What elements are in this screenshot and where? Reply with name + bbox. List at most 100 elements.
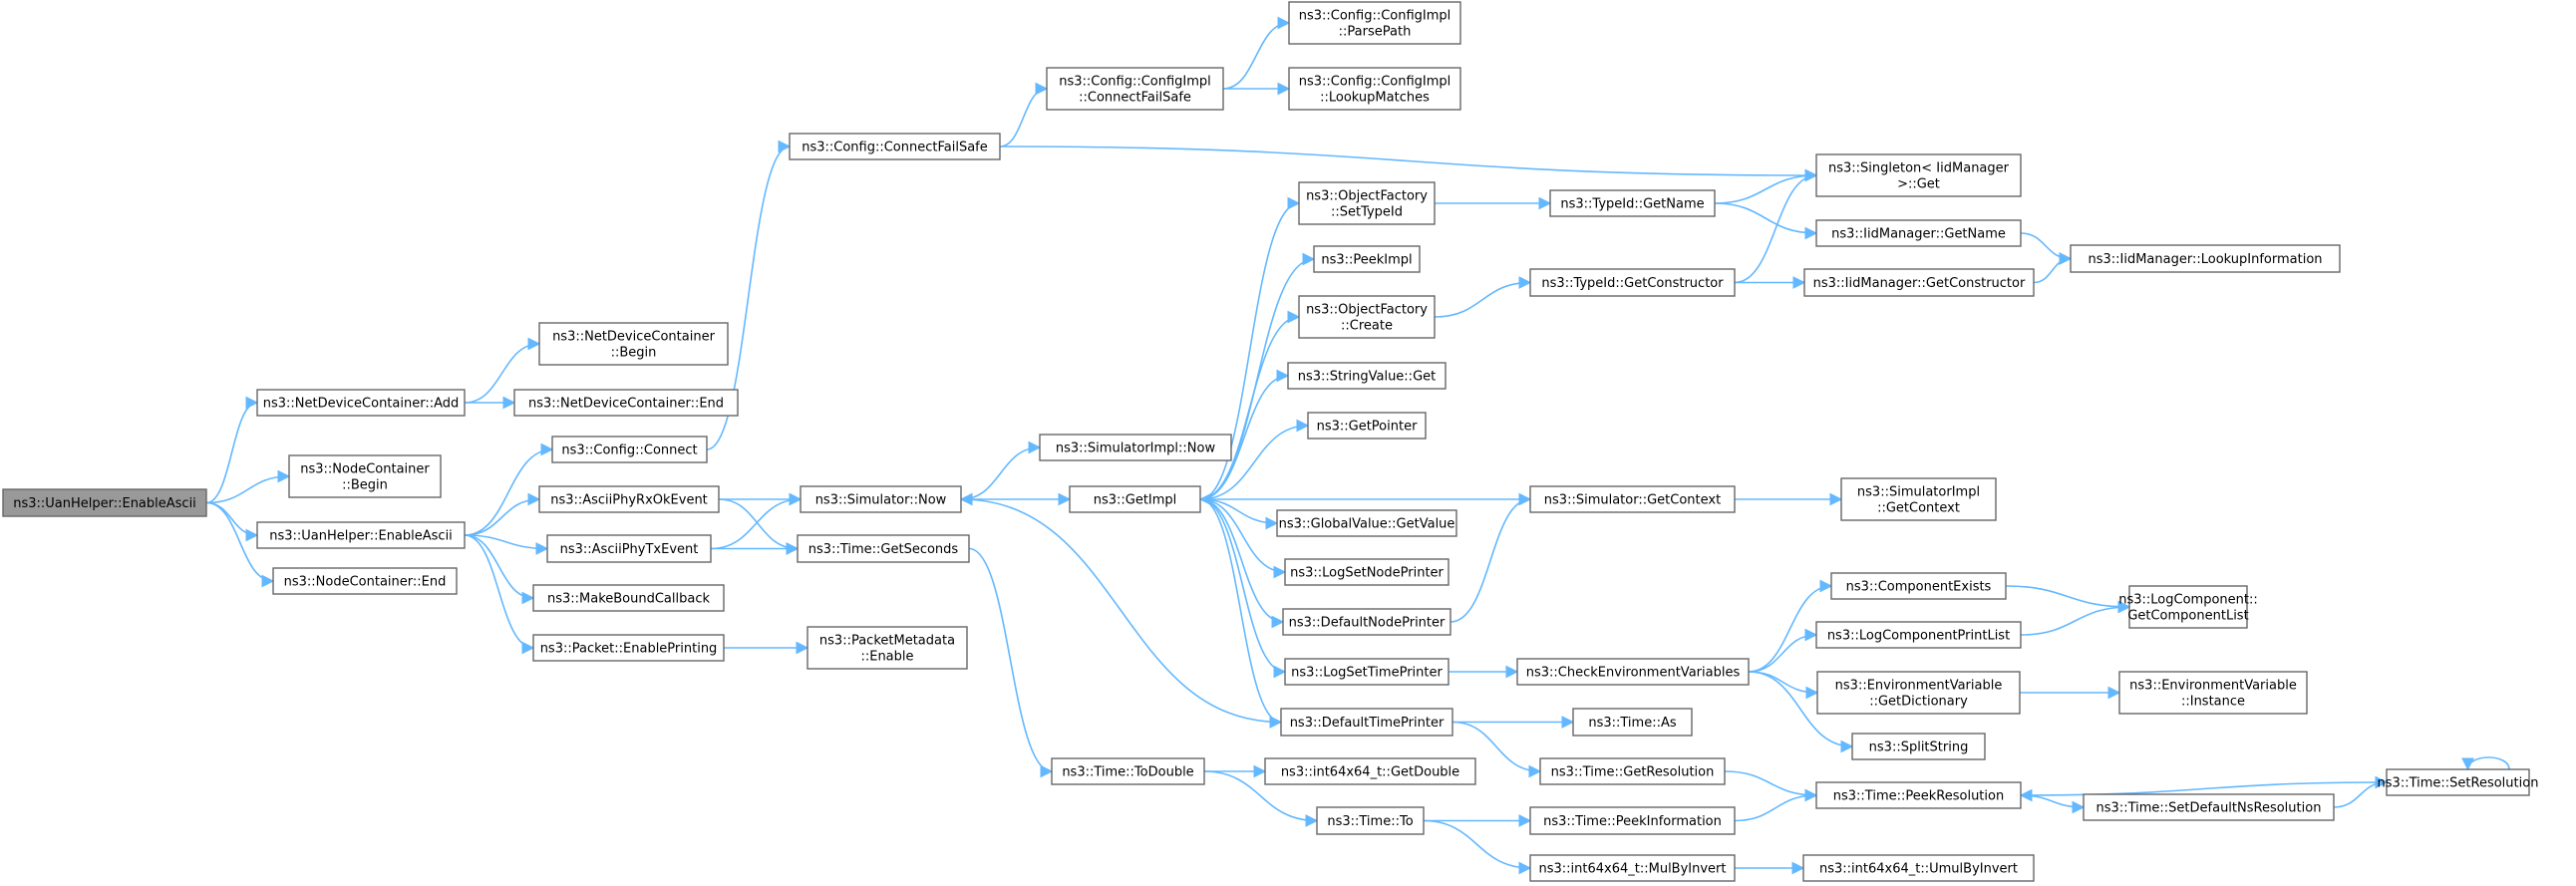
node-peekimpl[interactable]: ns3::PeekImpl (1313, 245, 1421, 273)
node-time_peekinformation[interactable]: ns3::Time::PeekInformation (1529, 806, 1736, 835)
node-globalvalue_getvalue[interactable]: ns3::GlobalValue::GetValue (1276, 509, 1457, 537)
node-label: ns3::SimulatorImpl::Now (1056, 442, 1216, 456)
node-label: ns3::TypeId::GetConstructor (1541, 276, 1724, 291)
node-label: ns3::IidManager::GetConstructor (1813, 276, 2026, 291)
node-label: ns3::TypeId::GetName (1560, 197, 1704, 212)
node-splitstring[interactable]: ns3::SplitString (1851, 733, 1986, 760)
call-edge-uanhelper_enableascii_root-to-uanhelper_enableascii (205, 501, 259, 542)
node-netdevicecontainer_end[interactable]: ns3::NetDeviceContainer::End (513, 389, 739, 417)
node-box (1288, 67, 1461, 111)
node-label: ::Enable (860, 650, 913, 665)
node-time_setdefaultnsresolution[interactable]: ns3::Time::SetDefaultNsResolution (2083, 793, 2335, 821)
node-packet_enableprinting[interactable]: ns3::Packet::EnablePrinting (532, 634, 725, 662)
node-box (800, 485, 962, 513)
node-logsetnodeprinter[interactable]: ns3::LogSetNodePrinter (1284, 558, 1449, 586)
node-netdevicecontainer_add[interactable]: ns3::NetDeviceContainer::Add (256, 389, 466, 417)
node-int64x64_mulbyinvert[interactable]: ns3::int64x64_t::MulByInvert (1529, 854, 1736, 882)
node-environmentvariable_instance[interactable]: ns3::EnvironmentVariable::Instance (2118, 671, 2308, 715)
node-time_peekresolution[interactable]: ns3::Time::PeekResolution (1815, 781, 2022, 809)
node-logcomponent_getcomponentlist[interactable]: ns3::LogComponent::GetComponentList (2118, 585, 2258, 629)
call-edge-time_getseconds-to-time_todouble (968, 547, 1054, 778)
node-label: ::ParsePath (1339, 25, 1412, 40)
node-label: ns3::ComponentExists (1846, 580, 1992, 595)
node-logsettimeprinter[interactable]: ns3::LogSetTimePrinter (1284, 658, 1449, 686)
node-configimpl_connectfailsafe[interactable]: ns3::Config::ConfigImpl::ConnectFailSafe (1046, 67, 1224, 111)
node-label: ns3::SplitString (1869, 740, 1969, 755)
node-box (1288, 1, 1461, 45)
node-label: ns3::PacketMetadata (819, 634, 955, 649)
node-config_connectfailsafe[interactable]: ns3::Config::ConnectFailSafe (789, 133, 1001, 160)
node-typeid_getname[interactable]: ns3::TypeId::GetName (1549, 189, 1716, 217)
node-environmentvariable_getdictionary[interactable]: ns3::EnvironmentVariable::GetDictionary (1816, 671, 2021, 715)
node-box (1039, 434, 1232, 461)
node-nodecontainer_end[interactable]: ns3::NodeContainer::End (272, 567, 458, 595)
node-label: ns3::AsciiPhyRxOkEvent (550, 493, 708, 508)
node-config_connect[interactable]: ns3::Config::Connect (551, 436, 708, 463)
node-label: ::LookupMatches (1320, 91, 1430, 106)
node-objectfactory_settypeid[interactable]: ns3::ObjectFactory::SetTypeId (1298, 181, 1436, 225)
node-time_to[interactable]: ns3::Time::To (1316, 806, 1425, 835)
node-stringvalue_get[interactable]: ns3::StringValue::Get (1287, 362, 1447, 390)
node-simulatorimpl_getcontext[interactable]: ns3::SimulatorImpl::GetContext (1840, 477, 1997, 521)
node-int64x64_umulbyinvert[interactable]: ns3::int64x64_t::UmulByInvert (1802, 854, 2035, 882)
node-configimpl_parsepath[interactable]: ns3::Config::ConfigImpl::ParsePath (1288, 1, 1461, 45)
node-checkenvironmentvariables[interactable]: ns3::CheckEnvironmentVariables (1516, 658, 1750, 686)
node-getpointer[interactable]: ns3::GetPointer (1307, 412, 1427, 440)
node-uanhelper_enableascii_root[interactable]: ns3::UanHelper::EnableAscii (2, 488, 207, 517)
node-label: ns3::DefaultNodePrinter (1289, 616, 1446, 631)
node-defaultnodeprinter[interactable]: ns3::DefaultNodePrinter (1282, 608, 1451, 636)
node-time_getresolution[interactable]: ns3::Time::GetResolution (1539, 757, 1726, 785)
node-defaulttimeprinter[interactable]: ns3::DefaultTimePrinter (1280, 708, 1453, 737)
node-label: ns3::NetDeviceContainer (552, 330, 716, 345)
call-edge-checkenvironmentvariables-to-splitstring (1748, 671, 1854, 753)
node-label: ns3::SimulatorImpl (1857, 485, 1980, 500)
call-edge-typeid_getname-to-iidmanager_getname (1714, 202, 1818, 240)
node-time_todouble[interactable]: ns3::Time::ToDouble (1051, 757, 1205, 785)
node-singleton_iidmanager_get[interactable]: ns3::Singleton< IidManager >::Get (1815, 153, 2022, 197)
node-asciiphyrxokevent[interactable]: ns3::AsciiPhyRxOkEvent (538, 485, 720, 513)
node-uanhelper_enableascii[interactable]: ns3::UanHelper::EnableAscii (256, 521, 466, 549)
node-packetmetadata_enable[interactable]: ns3::PacketMetadata::Enable (806, 626, 968, 670)
node-typeid_getconstructor[interactable]: ns3::TypeId::GetConstructor (1529, 268, 1736, 297)
node-label: ns3::Config::Connect (561, 443, 697, 458)
call-edge-componentexists-to-logcomponent_getcomponentlist (2005, 585, 2131, 614)
node-nodecontainer_begin[interactable]: ns3::NodeContainer::Begin (288, 454, 442, 498)
node-iidmanager_getname[interactable]: ns3::IidManager::GetName (1815, 219, 2022, 247)
node-label: ns3::LogSetTimePrinter (1291, 666, 1443, 681)
node-label: ::GetDictionary (1869, 695, 1968, 710)
node-box (546, 534, 712, 563)
node-box (1529, 485, 1736, 513)
node-time_as[interactable]: ns3::Time::As (1572, 708, 1693, 737)
node-box (1815, 153, 2022, 197)
node-asciiphytxevent[interactable]: ns3::AsciiPhyTxEvent (546, 534, 712, 563)
node-simulatorimpl_now[interactable]: ns3::SimulatorImpl::Now (1039, 434, 1232, 461)
node-simulator_getcontext[interactable]: ns3::Simulator::GetContext (1529, 485, 1736, 513)
node-configimpl_lookupmatches[interactable]: ns3::Config::ConfigImpl::LookupMatches (1288, 67, 1461, 111)
node-componentexists[interactable]: ns3::ComponentExists (1830, 572, 2007, 600)
call-edge-defaultnodeprinter-to-simulator_getcontext (1449, 492, 1532, 623)
call-edge-uanhelper_enableascii-to-config_connect (464, 443, 554, 536)
node-label: ns3::EnvironmentVariable (1835, 679, 2003, 694)
node-label: ::ConnectFailSafe (1079, 91, 1191, 106)
call-edge-getimpl-to-defaultnodeprinter (1199, 498, 1285, 629)
call-edge-getimpl-to-objectfactory_create (1199, 310, 1301, 500)
node-objectfactory_create[interactable]: ns3::ObjectFactory::Create (1298, 295, 1436, 339)
node-label: ns3::int64x64_t::MulByInvert (1538, 862, 1726, 877)
node-box (1529, 806, 1736, 835)
node-int64x64_getdouble[interactable]: ns3::int64x64_t::GetDouble (1264, 757, 1476, 785)
node-box (1069, 485, 1201, 513)
node-makeboundcallback[interactable]: ns3::MakeBoundCallback (532, 584, 725, 612)
node-time_setresolution[interactable]: ns3::Time::SetResolution (2378, 768, 2539, 796)
call-edge-iidmanager_getname-to-iidmanager_lookupinformation (2020, 232, 2073, 265)
node-box (1539, 757, 1726, 785)
node-iidmanager_lookupinformation[interactable]: ns3::IidManager::LookupInformation (2070, 244, 2341, 273)
node-netdevicecontainer_begin[interactable]: ns3::NetDeviceContainer::Begin (538, 322, 729, 366)
node-simulator_now[interactable]: ns3::Simulator::Now (800, 485, 962, 513)
node-label: ::Instance (2181, 695, 2245, 710)
node-label: ns3::StringValue::Get (1298, 370, 1436, 385)
node-getimpl[interactable]: ns3::GetImpl (1069, 485, 1201, 513)
node-logcomponentprintlist[interactable]: ns3::LogComponentPrintList (1815, 621, 2022, 649)
node-time_getseconds[interactable]: ns3::Time::GetSeconds (797, 534, 970, 563)
node-box (1282, 608, 1451, 636)
node-iidmanager_getconstructor[interactable]: ns3::IidManager::GetConstructor (1803, 268, 2035, 297)
